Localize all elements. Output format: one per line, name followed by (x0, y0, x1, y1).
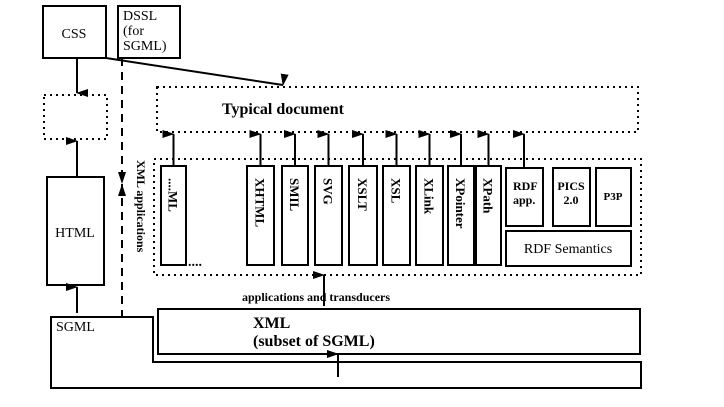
more-apps-ellipsis: .... (188, 255, 202, 270)
app-label-xlink: XLink (422, 178, 437, 215)
dssl-arrow-down-head (118, 172, 126, 184)
pics-label-1: PICS (557, 179, 585, 193)
app-box-xslt (348, 165, 378, 266)
app-label-ml: ....ML (166, 178, 181, 212)
typical-document-label: Typical document (222, 101, 345, 118)
p3p-label: P3P (604, 191, 623, 203)
html-label: HTML (55, 226, 95, 241)
app-label-xpointer: XPointer (453, 178, 468, 229)
css-label: CSS (62, 27, 87, 42)
sgml-label: SGML (56, 320, 95, 335)
rdf-app-box (505, 167, 544, 227)
html-box (46, 176, 105, 286)
rdf-app-label-2: app. (513, 193, 535, 207)
rdf-semantics-box (505, 230, 632, 267)
app-label-xsl: XSL (389, 178, 404, 204)
css-box (42, 5, 107, 59)
app-label-xpath: XPath (481, 178, 496, 214)
xml-applications-container (153, 158, 642, 276)
pics-label-2: 2.0 (564, 193, 579, 207)
dssl-label-3: SGML) (123, 39, 167, 54)
sgml-box (50, 316, 642, 389)
dssl-label-2: (for (123, 24, 144, 39)
app-box-xsl (382, 165, 411, 266)
applications-transducers-label: applications and transducers (242, 290, 390, 304)
typical-document-box (156, 86, 639, 133)
app-box-xpath (475, 165, 502, 266)
style-to-document-arrow (105, 57, 289, 86)
pics-box (552, 167, 591, 227)
app-box-smil (281, 165, 309, 266)
dssl-box (117, 5, 181, 59)
dssl-arrow-up-head (118, 184, 126, 196)
app-label-svg: SVG (321, 178, 336, 205)
p3p-box (595, 167, 632, 227)
app-box-xpointer (447, 165, 475, 266)
rdf-semantics-label: RDF Semantics (524, 242, 612, 257)
app-label-xhtml: XHTML (253, 178, 268, 227)
xml-box (157, 308, 641, 355)
xml-label-line1: XML (253, 315, 290, 332)
rdf-app-label-1: RDF (513, 179, 538, 193)
app-label-smil: SMIL (287, 178, 302, 212)
app-label-xslt: XSLT (355, 178, 370, 211)
dssl-label-1: DSSL (123, 9, 157, 24)
xml-applications-label: XML applications (134, 160, 148, 253)
rendered-output-box (43, 94, 108, 140)
xml-label-line2: (subset of SGML) (253, 333, 375, 350)
